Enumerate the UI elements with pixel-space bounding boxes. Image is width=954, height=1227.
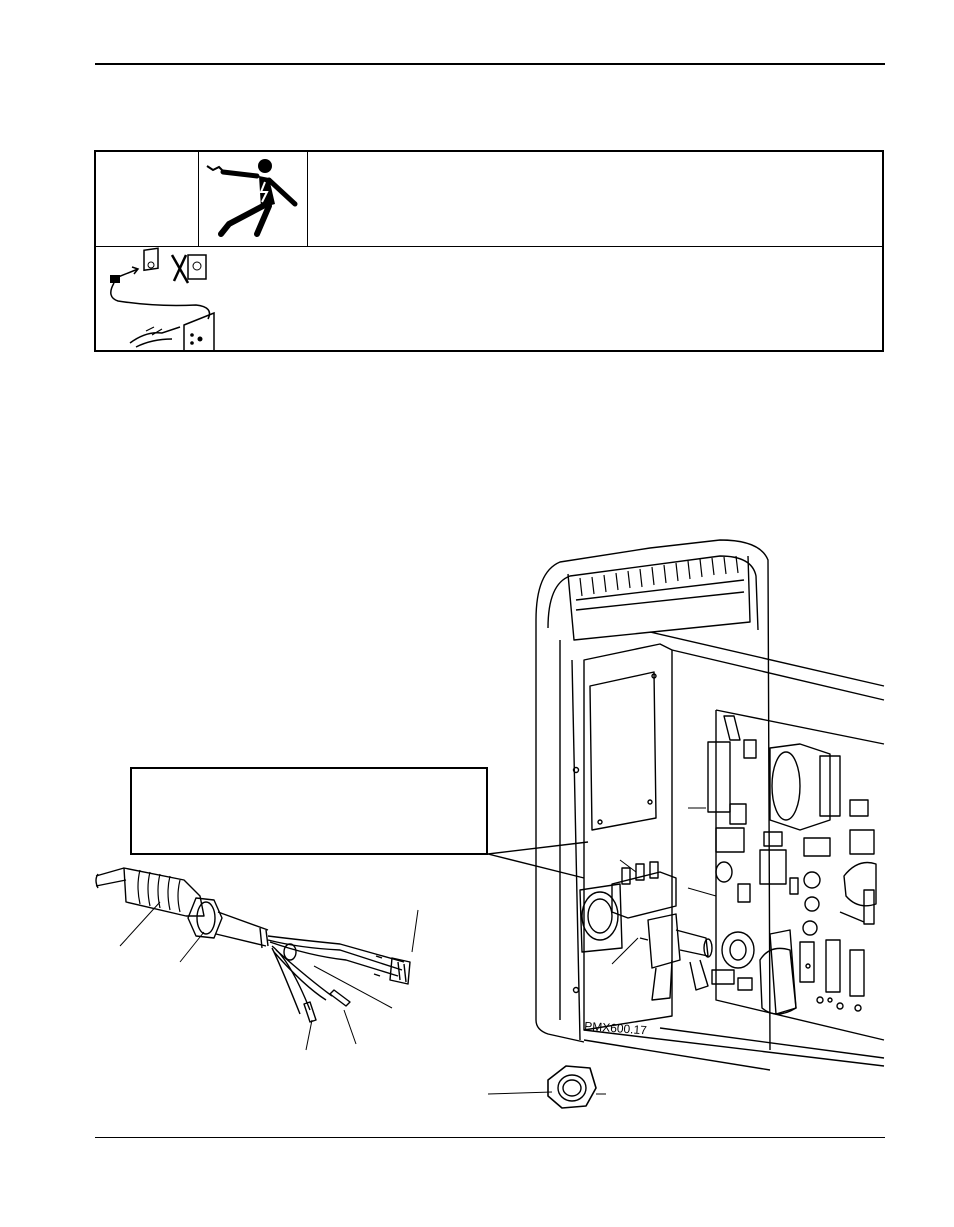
electric-shock-icon <box>206 159 298 237</box>
machine-chassis <box>583 631 885 1071</box>
warning-body-row <box>96 247 882 352</box>
warning-header-row <box>96 152 882 247</box>
strain-relief-nut <box>547 1065 597 1109</box>
figure-model-label: PMX600.17 <box>584 1019 648 1037</box>
power-board <box>707 709 885 1041</box>
warning-box <box>94 150 884 352</box>
unplug-power-icon <box>110 247 215 352</box>
solenoid-valve <box>611 861 713 1001</box>
disconnect-icon-cell <box>96 247 226 352</box>
warning-label-cell <box>96 152 199 246</box>
leader-lines <box>119 807 717 1095</box>
header-rule <box>95 63 885 65</box>
callout-box <box>130 767 488 855</box>
machine-front-panel <box>535 539 771 1051</box>
power-cord-assembly <box>95 867 411 1023</box>
footer-rule <box>95 1137 885 1138</box>
cord-fitting-opening <box>579 883 623 953</box>
warning-icon-cell <box>199 152 308 246</box>
